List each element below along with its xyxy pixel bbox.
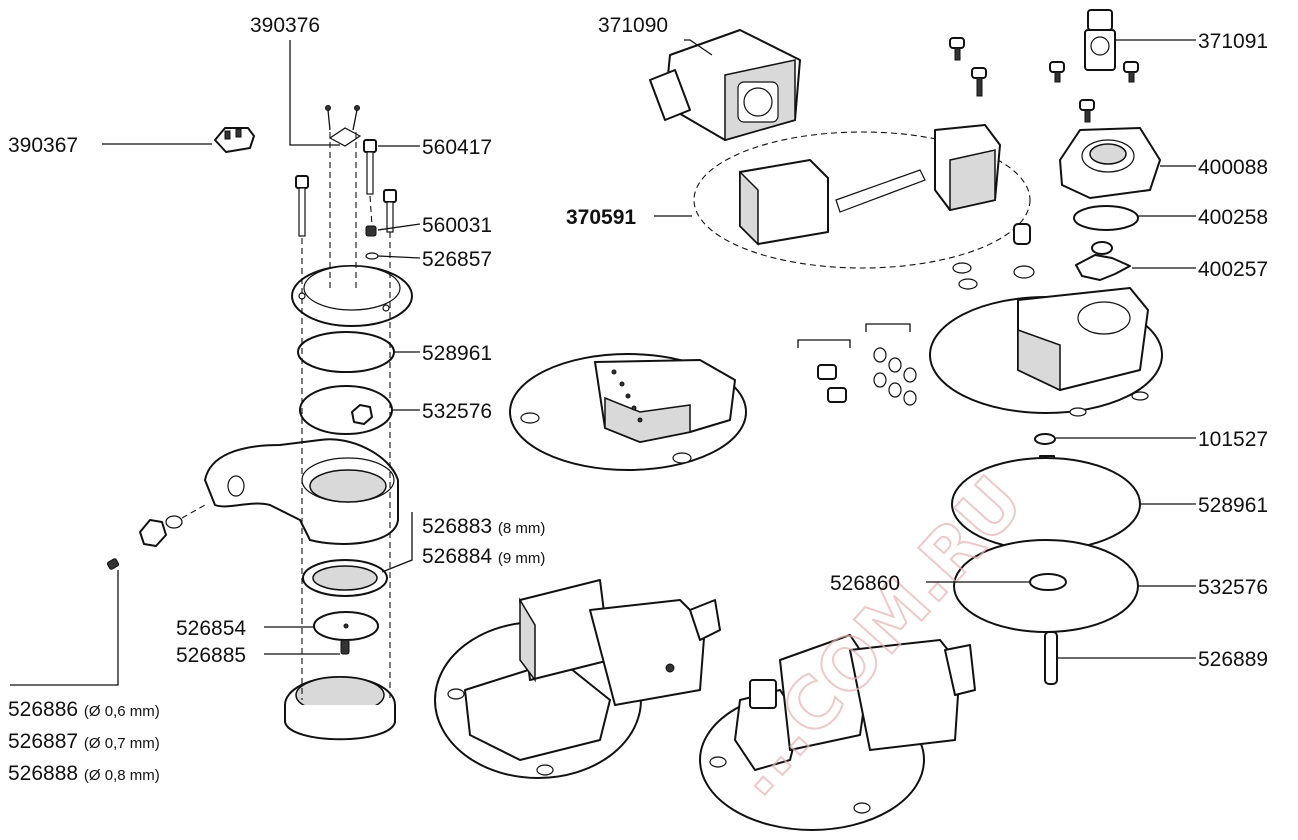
label-526884-note: (9 mm) [498,550,546,567]
long-bolts [295,139,397,260]
valve-body-housing [204,438,399,545]
label-390376: 390376 [250,14,320,37]
label-560031: 560031 [422,214,492,237]
label-371090: 371090 [598,14,668,37]
leader-lines [10,39,1196,686]
connector-371091 [1084,9,1116,71]
lower-right-valve-assembly [699,634,976,831]
right-base-plate [929,287,1163,417]
connector-371090 [649,29,801,141]
label-526886: 526886 (Ø 0,6 mm) [8,698,160,721]
nozzle-526885 [340,639,350,655]
tiny-screws-390376 [325,105,362,147]
label-526888: 526888 (Ø 0,8 mm) [8,762,160,785]
washer-101527 [1034,433,1056,445]
label-526854: 526854 [176,617,246,640]
label-532576-left: 532576 [422,400,492,423]
label-528961-left: 528961 [422,342,492,365]
side-fitting [106,504,206,570]
small-washers [952,223,1035,290]
label-526883: 526883 (8 mm) [422,515,545,538]
washer-526860 [1029,573,1067,591]
label-528961-right: 528961 [1198,494,1268,517]
screws-top-right [949,37,1139,123]
label-526889: 526889 [1198,648,1268,671]
label-371091: 371091 [1198,30,1268,53]
top-plate [291,265,413,327]
label-560417: 560417 [422,136,492,159]
label-390367: 390367 [8,134,78,157]
label-526884: 526884 (9 mm) [422,545,545,568]
label-526887-note: (Ø 0,7 mm) [84,735,160,752]
part-labels: 390376 390367 560417 560031 526857 52896… [8,14,1268,785]
middle-valve-assembly [434,579,721,779]
solenoid-kit-370591 [693,124,1031,269]
label-526888-note: (Ø 0,8 mm) [84,767,160,784]
o-ring-532576-left [299,385,393,435]
label-526886-note: (Ø 0,6 mm) [84,703,160,720]
left-assembly [106,105,413,741]
o-ring-528961-left [297,331,395,373]
label-370591: 370591 [566,206,636,229]
label-526857: 526857 [422,248,492,271]
label-526885: 526885 [176,644,246,667]
label-526887: 526887 (Ø 0,7 mm) [8,730,160,753]
flange-400088 [1059,127,1161,199]
label-400257: 400257 [1198,258,1268,281]
spare-screws-and-rings [797,323,917,406]
hex-nut [351,404,373,425]
impeller-400257 [1075,241,1131,281]
o-ring-400258 [1073,205,1139,231]
middle-plate-upper [509,353,747,471]
label-101527: 101527 [1198,428,1268,451]
bottom-housing [284,676,396,741]
label-400088: 400088 [1198,156,1268,179]
label-400258: 400258 [1198,206,1268,229]
terminal-block-390367 [214,127,255,153]
label-526860: 526860 [830,572,900,595]
label-526883-note: (8 mm) [498,520,546,537]
label-532576-right: 532576 [1198,576,1268,599]
pin-526889 [1044,631,1058,685]
